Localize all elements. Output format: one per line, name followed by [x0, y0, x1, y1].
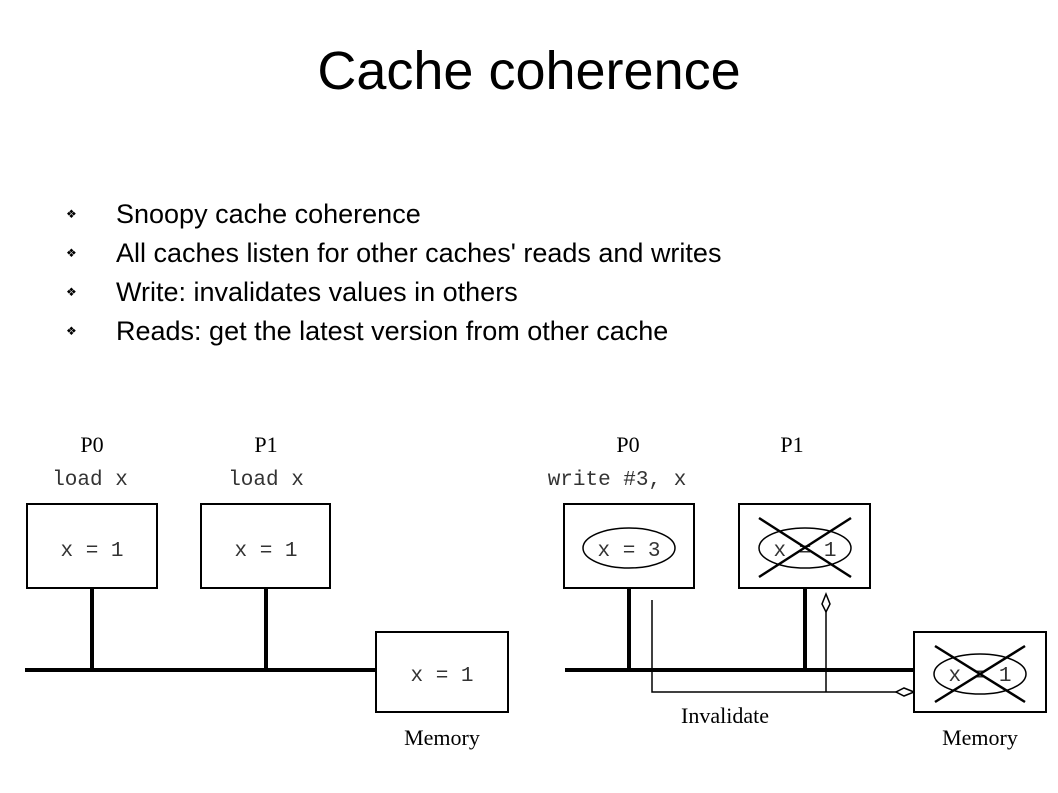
left-memory-box	[375, 631, 509, 713]
left-p0-cache-value: x = 1	[60, 540, 123, 563]
diamond-bullet-icon: ❖	[66, 324, 77, 338]
left-memory-value: x = 1	[410, 665, 473, 688]
diamond-bullet-icon: ❖	[66, 246, 77, 260]
bullet-item: ❖ Snoopy cache coherence	[66, 195, 721, 234]
left-p1-op: load x	[228, 469, 304, 492]
left-p0-label: P0	[80, 432, 103, 457]
invalid-ellipse	[758, 527, 852, 569]
diamond-bullet-icon: ❖	[66, 285, 77, 299]
diamond-bullet-icon: ❖	[66, 207, 77, 221]
arrow-up-icon	[821, 591, 831, 614]
left-p0-op: load x	[52, 469, 128, 492]
invalidate-label: Invalidate	[681, 703, 769, 728]
cross-icon	[758, 516, 852, 579]
right-p1-label: P1	[780, 432, 803, 457]
right-p0-label: P0	[616, 432, 639, 457]
bullet-item: ❖ Write: invalidates values in others	[66, 273, 721, 312]
right-diagram: P0 write #3, x P1 x = 3 x = 1 Invalida	[548, 432, 1047, 750]
right-p0-op: write #3, x	[548, 469, 687, 492]
left-memory-label: Memory	[404, 725, 480, 750]
right-memory-label: Memory	[942, 725, 1018, 750]
bullet-text: All caches listen for other caches' read…	[116, 238, 722, 268]
slide-title: Cache coherence	[317, 41, 741, 101]
invalid-ellipse	[933, 653, 1027, 695]
left-diagram: P0 load x P1 load x x = 1 x = 1 x = 1 Me…	[25, 432, 509, 750]
right-p1-cache-value: x = 1	[773, 540, 836, 563]
left-p1-label: P1	[254, 432, 277, 457]
bullet-text: Write: invalidates values in others	[116, 277, 518, 307]
left-p0-cache-box	[26, 503, 158, 589]
arrow-right-icon	[894, 687, 917, 697]
invalidate-signal-line	[651, 600, 900, 693]
highlight-ellipse	[582, 527, 676, 569]
bullet-item: ❖ Reads: get the latest version from othe…	[66, 312, 721, 351]
cross-icon	[934, 644, 1026, 704]
left-p1-cache-value: x = 1	[234, 540, 297, 563]
right-memory-value: x = 1	[948, 665, 1011, 688]
right-p0-cache-value: x = 3	[597, 540, 660, 563]
bullet-text: Snoopy cache coherence	[116, 199, 421, 229]
bullet-item: ❖ All caches listen for other caches' rea…	[66, 234, 721, 273]
bullet-list: ❖ Snoopy cache coherence ❖ All caches list…	[66, 195, 721, 351]
bullet-text: Reads: get the latest version from other…	[116, 316, 669, 346]
